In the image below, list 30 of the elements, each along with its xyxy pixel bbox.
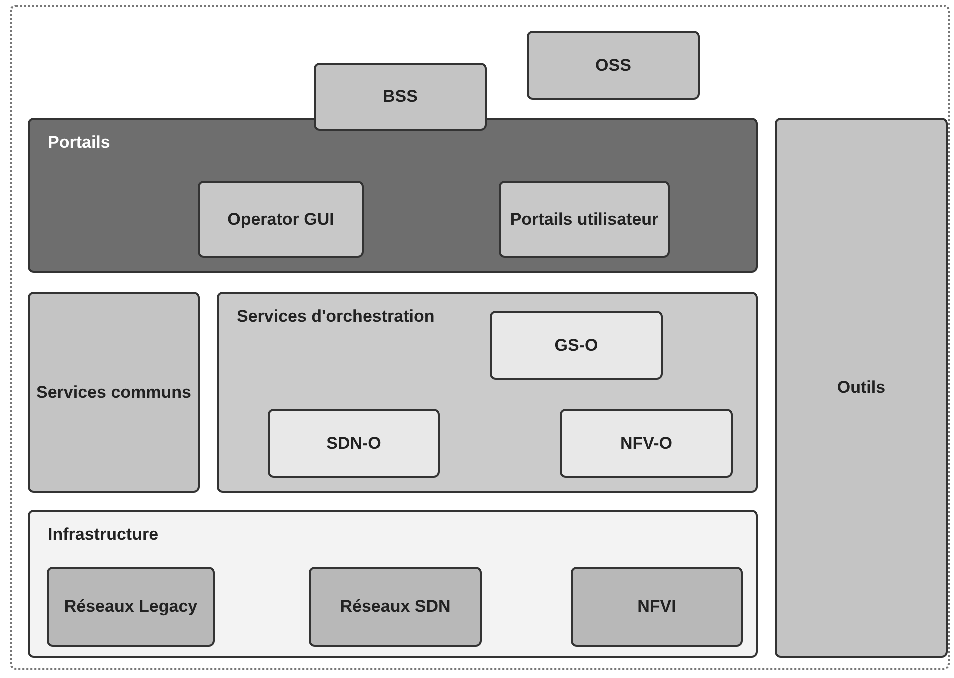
component-box bbox=[268, 409, 440, 478]
orchestration-panel bbox=[217, 292, 758, 493]
infrastructure-panel bbox=[28, 510, 758, 658]
tools-panel bbox=[775, 118, 948, 658]
box-label: SDN-O bbox=[326, 432, 382, 454]
box-label: BSS bbox=[382, 86, 419, 108]
component-box bbox=[527, 31, 700, 100]
box-label: OSS bbox=[594, 54, 632, 76]
box-label: Réseaux SDN bbox=[339, 596, 452, 618]
box-label: Operator GUI bbox=[226, 208, 336, 230]
component-box bbox=[309, 567, 482, 647]
component-box bbox=[560, 409, 733, 478]
component-box bbox=[314, 63, 487, 131]
box-label: Réseaux Legacy bbox=[63, 596, 199, 618]
component-box bbox=[198, 181, 364, 258]
box-label: NFV-O bbox=[620, 432, 674, 454]
component-box bbox=[47, 567, 215, 647]
portal-panel bbox=[28, 118, 758, 273]
box-label: GS-O bbox=[554, 334, 600, 356]
component-box bbox=[28, 292, 200, 493]
box-label: NFVI bbox=[636, 596, 678, 618]
panel-heading: Services d'orchestration bbox=[237, 306, 436, 328]
component-box bbox=[490, 311, 663, 380]
panel-heading: Portails bbox=[48, 132, 112, 154]
box-label: Outils bbox=[836, 377, 887, 399]
component-box bbox=[499, 181, 670, 258]
component-box bbox=[571, 567, 743, 647]
box-label: Services communs bbox=[36, 382, 192, 404]
panel-heading: Infrastructure bbox=[48, 524, 160, 546]
box-label: Portails utilisateur bbox=[509, 208, 660, 230]
